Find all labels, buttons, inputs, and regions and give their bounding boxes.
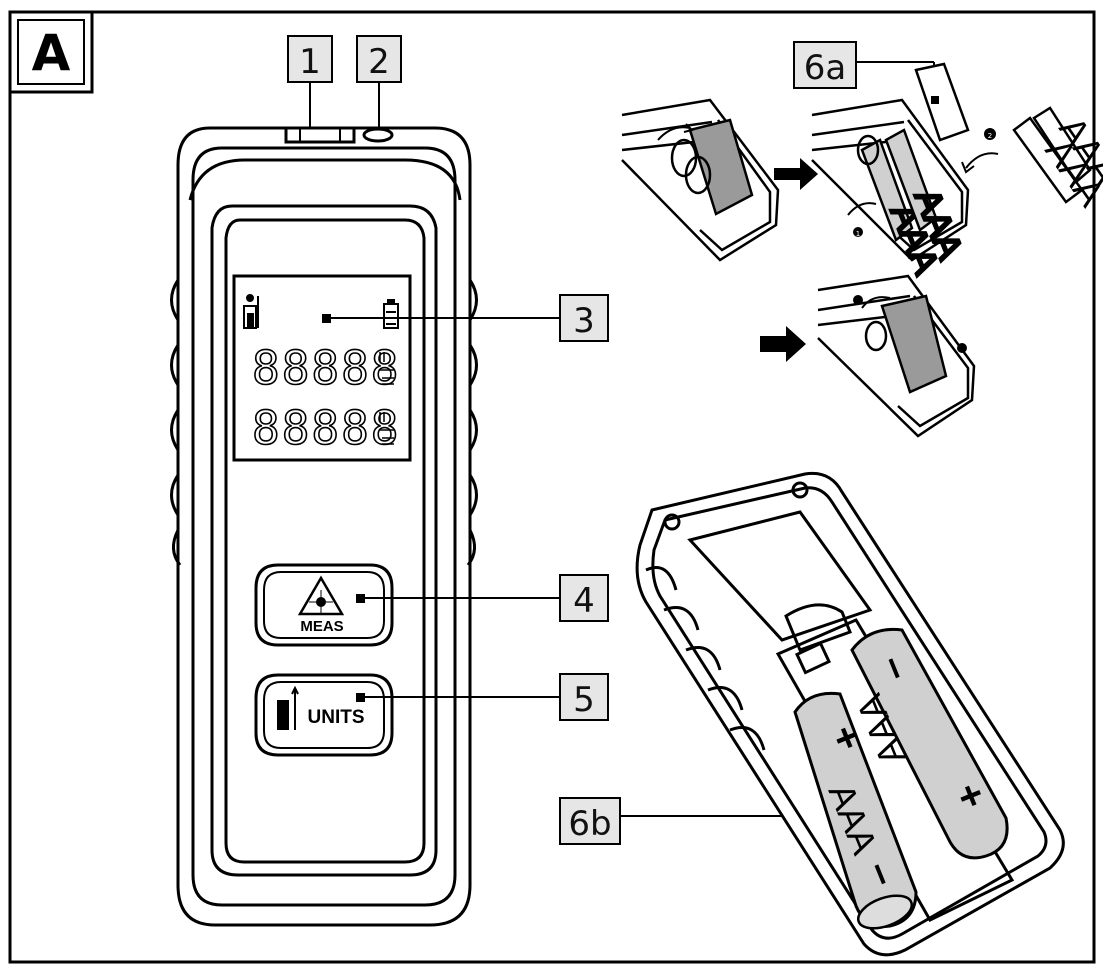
callout-6a: 6a (793, 41, 935, 98)
step-marker-2b (853, 295, 863, 305)
units-button[interactable]: UNITS (254, 673, 394, 757)
figure-label: A (32, 24, 71, 82)
unit-indicator-marks (379, 352, 394, 445)
callout-3-label: 3 (573, 301, 595, 341)
step-marker-2 (984, 128, 996, 140)
figure-label-box: A (8, 10, 94, 94)
step-marker-1 (853, 227, 863, 237)
step-marker-1-text: 1 (856, 230, 860, 238)
meas-button-label: MEAS (300, 618, 343, 635)
device-front-view (170, 126, 478, 927)
callout-4-label: 4 (573, 581, 595, 621)
callout-5: 5 (356, 673, 609, 721)
display-digits-row2: 88888 (252, 401, 400, 455)
callout-1-label: 1 (299, 42, 321, 82)
arrow-right-icon (760, 326, 806, 362)
callout-1: 1 (287, 35, 333, 128)
battery-cover-detached (914, 62, 970, 142)
step-marker-1b (957, 343, 967, 353)
callout-4: 4 (356, 574, 609, 622)
callout-5-label: 5 (573, 680, 595, 720)
laser-warning-icon (297, 575, 345, 616)
callout-2-label: 2 (368, 42, 390, 82)
units-button-label: UNITS (308, 707, 365, 728)
step-marker-2-text: 2 (988, 132, 992, 140)
battery-step-cover-closing (817, 274, 976, 438)
meas-button[interactable]: MEAS (254, 563, 394, 647)
loose-batteries: AAA AAA (961, 106, 1103, 214)
display-digits-row1: 88888 (252, 341, 400, 395)
battery-aaa-right: – AAA + (848, 627, 1009, 860)
callout-2: 2 (356, 35, 402, 128)
callout-6b-label: 6b (568, 804, 611, 844)
callout-6a-label: 6a (804, 48, 846, 88)
laser-status-icon (243, 294, 259, 329)
arrow-right-icon (774, 158, 818, 190)
lcd-display: 88888 88888 (232, 274, 412, 462)
battery-step-cover-closed (621, 98, 780, 262)
callout-3: 3 (322, 294, 609, 342)
units-reference-icon (277, 685, 299, 730)
battery-aaa-left: + AAA – (793, 691, 918, 930)
figure-frame (8, 10, 1096, 964)
